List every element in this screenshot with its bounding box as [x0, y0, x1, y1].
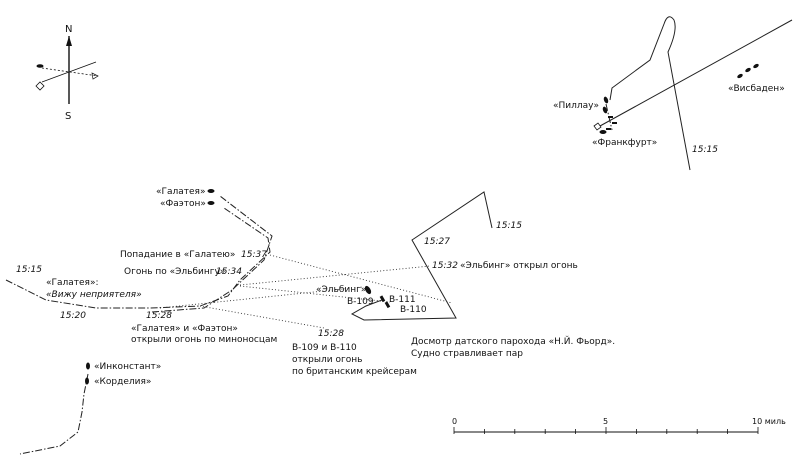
- label-b109: B-109: [347, 297, 374, 307]
- ship-wiesbaden-icons: [737, 63, 759, 79]
- scale-bar: 0 5 10 миль: [452, 417, 786, 434]
- elbing-track: 15:15 15:27 «Эльбинг» B-109 B-111 B-110: [316, 191, 522, 321]
- track-pillau-loop: [609, 16, 691, 171]
- scale-label-5: 5: [603, 417, 608, 426]
- annot-galatea-colon: «Галатея»:: [46, 278, 99, 288]
- annotations: Попадание в «Галатею» 15:37 Огонь по «Эл…: [46, 250, 615, 377]
- label-phaeton: «Фаэтон»: [160, 199, 206, 209]
- ship-inconstant-icon: [86, 362, 90, 370]
- annot-elbing-fire-time: 15:32: [432, 261, 458, 271]
- annot-fire-elbing: Огонь по «Эльбингу»: [124, 267, 225, 277]
- ship-b109-icon: [379, 295, 386, 303]
- time-1527: 15:27: [424, 237, 450, 247]
- annot-gal-pha-fire-2: открыли огонь по миноносцам: [131, 335, 277, 345]
- time-1515-w: 15:15: [16, 265, 42, 275]
- track-frankfurt: [599, 19, 793, 127]
- time-1528-c: 15:28: [318, 329, 344, 339]
- ship-galatea-icon: [207, 189, 215, 193]
- annot-see-enemy: «Вижу неприятеля»: [46, 290, 142, 300]
- annot-b-fire-2: открыли огонь: [292, 355, 362, 365]
- label-galatea: «Галатея»: [156, 187, 205, 197]
- track-inconstant: [19, 373, 89, 455]
- scale-label-0: 0: [452, 417, 457, 426]
- label-frankfurt: «Франкфурт»: [592, 138, 657, 148]
- annot-b-fire-1: B-109 и B-110: [292, 343, 357, 353]
- fireline-2: [239, 265, 431, 286]
- fireline-1: [269, 254, 453, 304]
- ship-phaeton-icon: [207, 201, 215, 205]
- ship-pillau-icons: [602, 96, 609, 114]
- ship-frankfurt-icons: [593, 116, 617, 134]
- annot-inspect-1: Досмотр датского парохода «Н.Й. Фьорд».: [411, 335, 615, 347]
- compass-north-label: N: [65, 24, 72, 35]
- label-wiesbaden: «Висбаден»: [728, 84, 785, 94]
- fire-lines: [159, 254, 453, 329]
- scale-ticks: [453, 427, 759, 434]
- time-1520: 15:20: [60, 311, 86, 321]
- annot-gal-pha-fire-1: «Галатея» и «Фаэтон»: [131, 324, 238, 334]
- track-elbing: [350, 191, 493, 321]
- annot-fire-elbing-time: 15:34: [216, 267, 242, 277]
- time-1528-w: 15:28: [146, 311, 172, 321]
- track-phaeton: [151, 195, 273, 313]
- ship-b110-icon: [384, 301, 391, 309]
- british-south-group: «Инконстант» «Корделия»: [19, 362, 161, 455]
- annot-elbing-fire: «Эльбинг» открыл огонь: [460, 261, 578, 271]
- time-1515-mid: 15:15: [496, 221, 522, 231]
- ship-elbing-icon: [364, 285, 372, 295]
- label-cordelia: «Корделия»: [94, 377, 151, 387]
- british-west-track: «Галатея» «Фаэтон» 15:15 15:20 15:28 15:…: [5, 187, 344, 339]
- annot-hit-time: 15:37: [241, 250, 267, 260]
- label-b110: B-110: [400, 305, 427, 315]
- time-1515-ne: 15:15: [692, 145, 718, 155]
- label-elbing: «Эльбинг»: [316, 285, 366, 295]
- label-pillau: «Пиллау»: [553, 101, 599, 111]
- star-icon: [35, 81, 45, 91]
- ship-cordelia-icon: [85, 377, 89, 385]
- label-inconstant: «Инконстант»: [94, 362, 161, 372]
- annot-inspect-2: Судно стравливает пар: [411, 349, 523, 359]
- scale-label-10: 10 миль: [752, 417, 786, 426]
- compass-rose: N S: [35, 24, 99, 122]
- german-north-tracks: «Пиллау» «Франкфурт» «Висбаден» 15:15: [553, 16, 793, 171]
- label-b111: B-111: [389, 295, 416, 305]
- fireline-5: [239, 285, 391, 303]
- annot-hit-galatea: Попадание в «Галатею»: [120, 250, 235, 260]
- annot-b-fire-3: по британским крейсерам: [292, 367, 417, 377]
- ship-icon: [36, 64, 44, 68]
- compass-south-label: S: [65, 111, 71, 122]
